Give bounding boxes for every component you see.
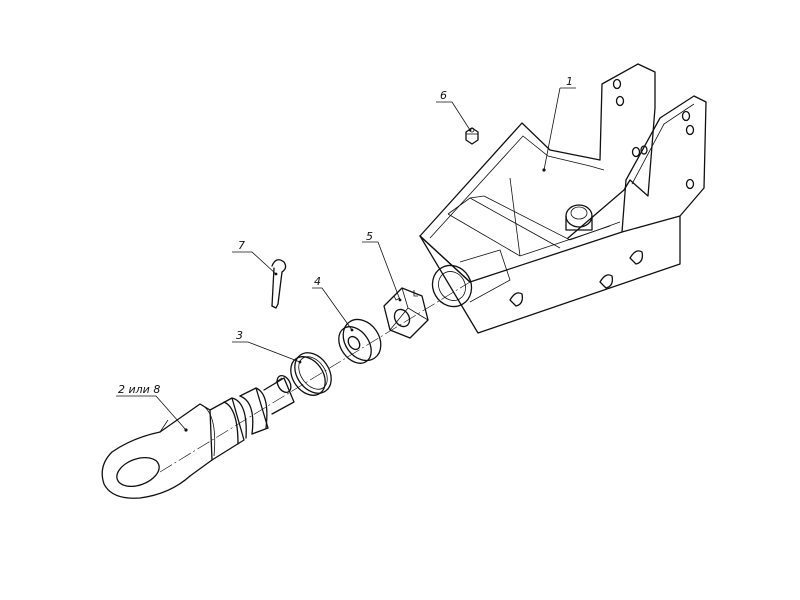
flat-washer — [338, 318, 382, 364]
leader-lines — [116, 87, 576, 432]
ring — [290, 352, 332, 396]
label-housing: 1 — [566, 75, 573, 88]
label-nut: 5 — [366, 230, 373, 243]
callout-labels: 1 6 5 7 4 3 2 или 8 — [118, 75, 573, 396]
cotter-pin — [271, 259, 287, 309]
label-ring: 3 — [236, 329, 243, 342]
label-grease-fitting: 6 — [440, 89, 447, 102]
label-cotter-pin: 7 — [238, 239, 245, 252]
label-tow-eye: 2 или 8 — [118, 383, 160, 396]
castellated-nut — [383, 287, 429, 339]
grease-fitting — [465, 127, 479, 145]
label-washer: 4 — [314, 275, 321, 288]
housing-bracket — [419, 63, 707, 334]
tow-eye — [101, 374, 295, 499]
center-axis — [159, 281, 471, 473]
